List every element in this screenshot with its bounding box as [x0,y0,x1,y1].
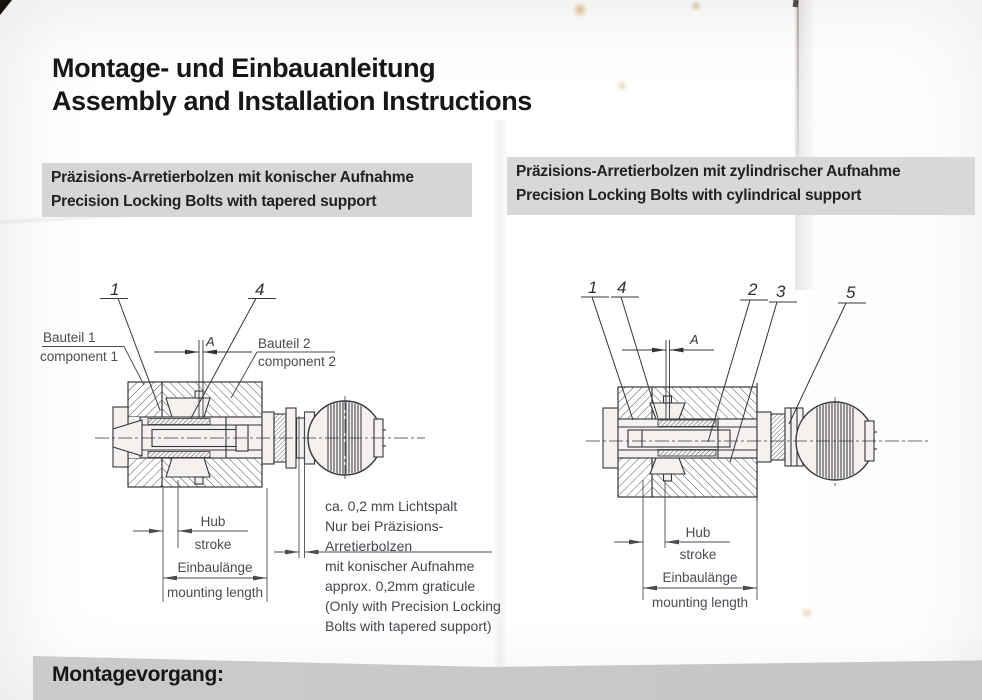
center-lines [95,396,425,482]
label-component-1: component 1 [40,349,118,364]
callout-3: 3 [776,282,786,301]
bolt-assembly [602,395,877,482]
note-en-2: (Only with Precision Locking [325,598,501,614]
label-bauteil-1: Bauteil 1 [43,330,96,345]
note-en-3: Bolts with tapered support) [325,618,492,634]
knurling [816,403,854,479]
photo-top-nick [792,0,799,8]
callout-2: 2 [747,280,758,299]
callout-5: 5 [846,283,856,302]
note-en-1: approx. 0,2mm graticule [325,578,476,594]
dimension-a-label: A [205,334,215,349]
page-title-de: Montage- und Einbauanleitung [52,53,436,83]
label-einbaulaenge: Einbaulänge [177,560,252,575]
diagram-cylindrical-bolt: 1 4 2 3 5 A Hub stroke Einbaulänge mount… [581,278,928,610]
section-header-cylindrical: Präzisions-Arretierbolzen mit zylindrisc… [507,157,975,215]
center-lines [586,397,928,486]
component-label-lines [42,346,335,399]
footer-heading: Montagevorgang: [52,663,224,686]
dimension-einbaulaenge [163,488,268,602]
section-header-cylindrical-de: Präzisions-Arretierbolzen mit zylindrisc… [516,163,901,180]
dimension-hub [133,480,248,602]
callout-1: 1 [110,280,119,299]
callout-4: 4 [255,280,264,299]
callout-4: 4 [617,278,626,297]
label-bauteil-2: Bauteil 2 [258,336,311,351]
section-header-tapered-de: Präzisions-Arretierbolzen mit konischer … [51,169,414,186]
diagram-tapered-bolt: 1 4 Bauteil 1 component 1 Bauteil 2 comp… [40,280,492,602]
label-stroke: stroke [680,547,717,562]
note-de-3: mit konischer Aufnahme [325,558,475,574]
section-header-cylindrical-en: Precision Locking Bolts with cylindrical… [516,187,862,204]
dimension-einbaulaenge [643,501,758,600]
label-einbaulaenge: Einbaulänge [662,570,737,585]
label-mounting-length: mounting length [652,595,748,610]
paper-fold-shadow [795,0,825,290]
dimension-a-label: A [689,332,699,347]
label-stroke: stroke [195,537,232,552]
label-hub: Hub [201,514,226,529]
label-component-2: component 2 [258,354,336,369]
dimension-hub [614,480,730,600]
dimension-a [154,340,252,418]
paper-stain [690,0,702,12]
note-de-2: Nur bei Präzisions-Arretierbolzen [325,518,444,554]
callout-1: 1 [588,278,597,297]
callout-leaders [581,296,866,463]
paper-stain [616,80,628,92]
section-header-tapered-en: Precision Locking Bolts with tapered sup… [51,193,377,210]
paper-stain [572,2,588,18]
graticule-note: ca. 0,2 mm Lichtspalt Nur bei Präzisions… [325,496,525,636]
photo-corner-black [0,0,12,15]
note-de-1: ca. 0,2 mm Lichtspalt [325,498,458,514]
label-mounting-length: mounting length [167,585,263,600]
page-title: Montage- und Einbauanleitung Assembly an… [52,52,532,118]
dimension-graticule-gap [274,412,492,558]
dimension-a [622,340,714,419]
page-title-en: Assembly and Installation Instructions [52,86,532,116]
section-header-tapered: Präzisions-Arretierbolzen mit konischer … [42,163,472,217]
callout-leaders [100,298,276,419]
label-hub: Hub [686,525,711,540]
